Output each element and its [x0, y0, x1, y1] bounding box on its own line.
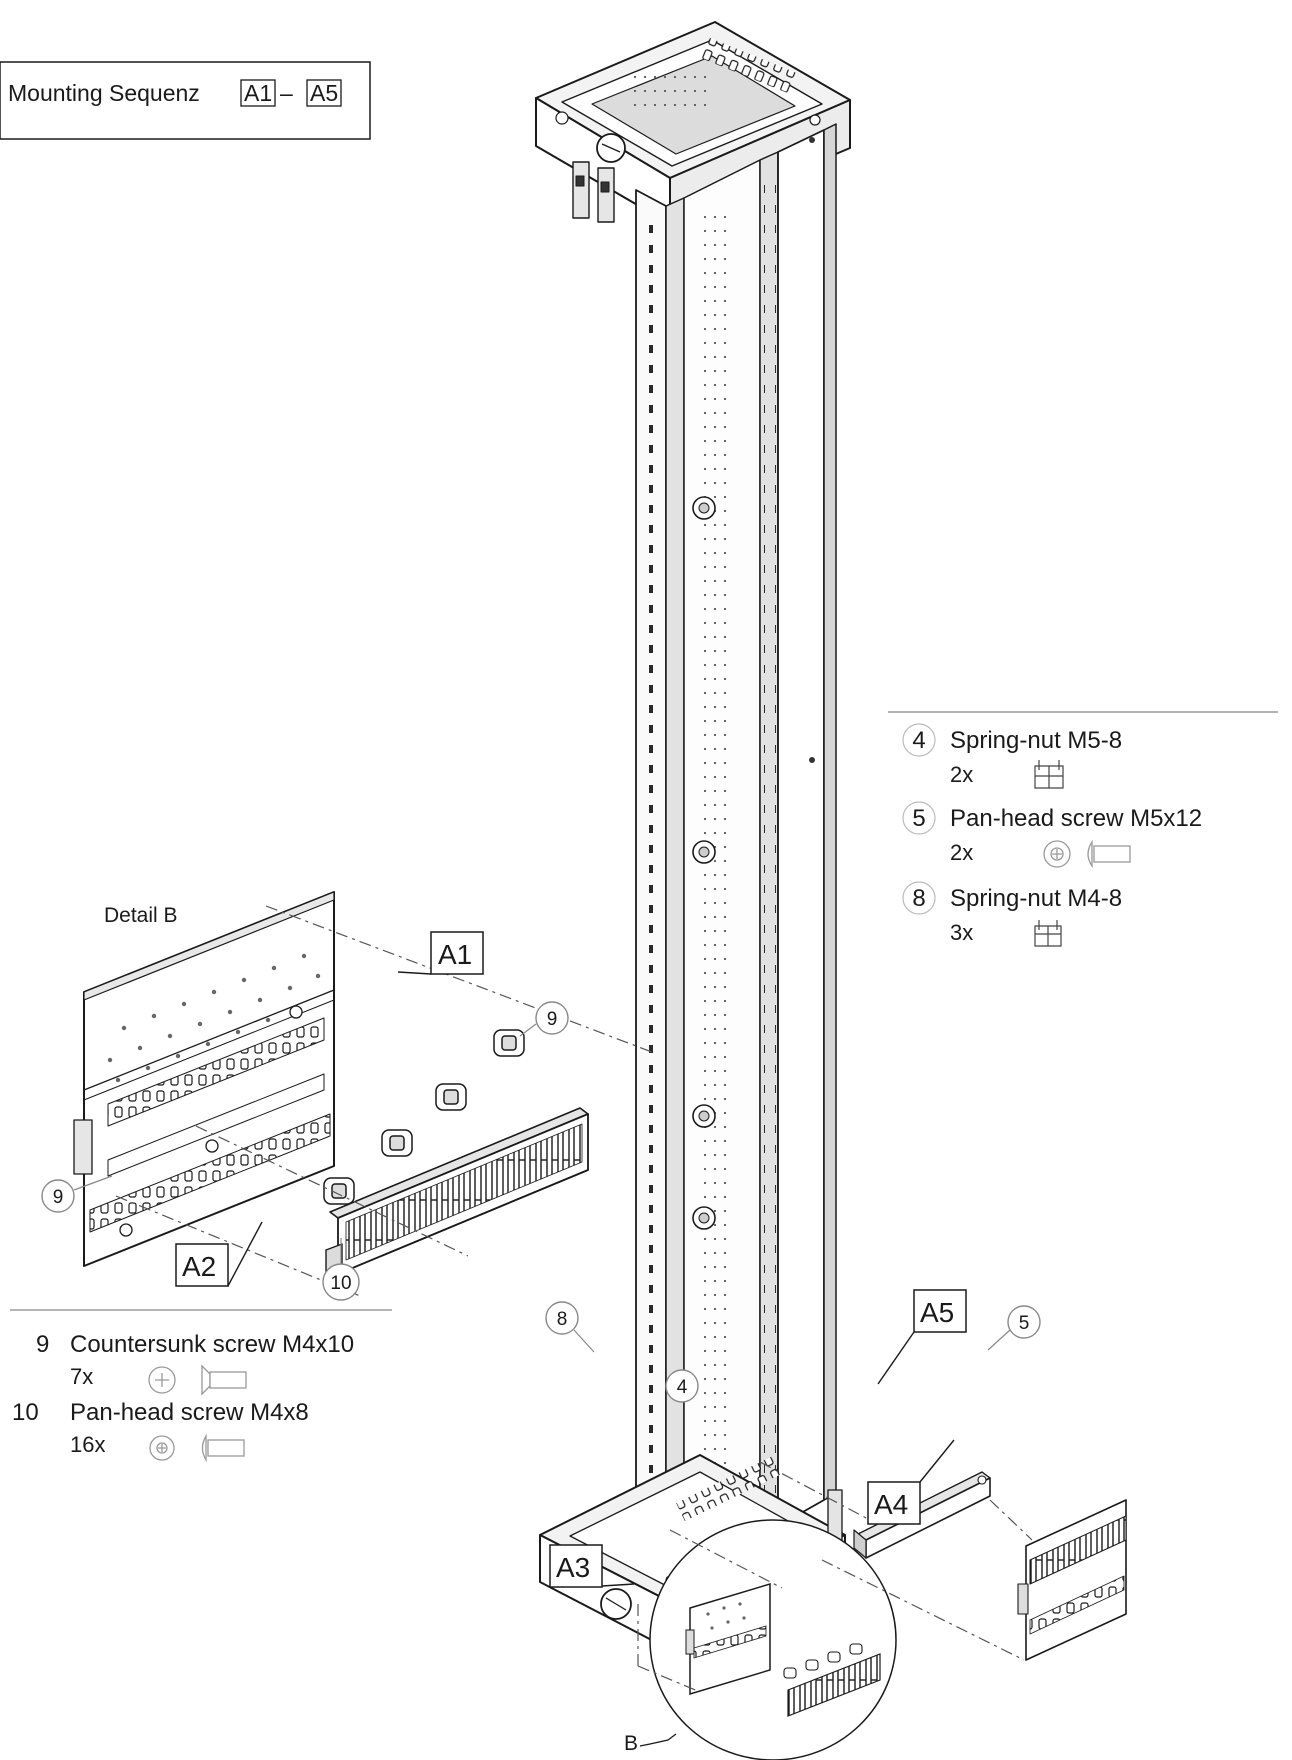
callout-9-left-label: 9: [53, 1187, 64, 1208]
part-qty: 2x: [950, 762, 973, 787]
part-countersunk-screw-m4: 9 Countersunk screw M4x10 7x: [36, 1331, 354, 1396]
part-qty: 3x: [950, 920, 973, 945]
callout-9-left: 9: [41, 1175, 113, 1213]
parts-list-right: 4 Spring-nut M5-8 2x 5 Pan-head screw M5…: [888, 711, 1278, 947]
callout-8-label: 8: [557, 1309, 568, 1330]
part-number: 9: [36, 1331, 49, 1358]
callout-4: 4: [665, 1369, 699, 1403]
part-spring-nut-m5: 4 Spring-nut M5-8 2x: [902, 723, 1122, 789]
step-a1: A1: [397, 931, 484, 975]
part-name: Spring-nut M4-8: [950, 885, 1122, 912]
part-spring-nut-m4: 8 Spring-nut M4-8 3x: [902, 881, 1122, 947]
step-a5: A5: [877, 1289, 967, 1385]
callout-5-label: 5: [1019, 1313, 1030, 1334]
part-number: 10: [12, 1399, 39, 1426]
pan-head-screw-icon: [149, 1433, 245, 1463]
callout-10: 10: [322, 1238, 360, 1301]
rack-frame: [535, 21, 851, 1661]
pan-head-screw-icon: [1043, 839, 1131, 869]
callout-9-top-label: 9: [547, 1009, 558, 1030]
part-number: 8: [912, 885, 925, 912]
title-range-start-box: [240, 79, 276, 107]
part-pan-head-screw-m4: 10 Pan-head screw M4x8 16x: [12, 1399, 309, 1463]
step-a1-label: A1: [438, 939, 472, 970]
step-a2: A2: [175, 1221, 263, 1287]
a3-leader-line-2: [637, 1665, 701, 1693]
callout-4-label: 4: [677, 1377, 688, 1398]
spring-nut-icon: [1034, 920, 1062, 947]
title-dash: –: [280, 80, 293, 106]
step-a3: A3: [549, 1544, 635, 1588]
side-bracket-leader-lines: [669, 1461, 1033, 1661]
detail-b-nuts: [323, 1029, 525, 1205]
title-range-end: A5: [310, 80, 338, 106]
detail-b-leader-lines: [115, 905, 653, 1297]
part-number: 5: [912, 805, 925, 832]
step-a4-label: A4: [874, 1489, 908, 1520]
detail-b-inset: [639, 1519, 897, 1760]
detail-b-label: Detail B: [104, 904, 178, 927]
part-qty: 7x: [70, 1364, 93, 1389]
part-name: Countersunk screw M4x10: [70, 1331, 354, 1358]
step-a2-label: A2: [182, 1251, 216, 1282]
callout-9-top: 9: [519, 1001, 569, 1037]
detail-b-assembly: [73, 891, 653, 1297]
rack-uprights: [635, 123, 837, 1581]
part-name: Pan-head screw M4x8: [70, 1399, 309, 1426]
spring-nut-icon: [1034, 760, 1064, 789]
step-a5-label: A5: [920, 1297, 954, 1328]
title-box: Mounting Sequenz A1 – A5: [0, 61, 371, 140]
countersunk-screw-icon: [148, 1364, 247, 1396]
callout-5: 5: [987, 1305, 1041, 1351]
part-qty: 16x: [70, 1432, 105, 1457]
step-a4: A4: [867, 1439, 955, 1525]
step-a3-label: A3: [556, 1552, 590, 1583]
part-pan-head-screw-m5: 5 Pan-head screw M5x12 2x: [902, 801, 1202, 869]
callout-10-label: 10: [330, 1273, 351, 1294]
title-range-start: A1: [244, 80, 272, 106]
detail-b-reference: B: [624, 1732, 638, 1755]
part-number: 4: [912, 727, 925, 754]
title-range-end-box: [306, 79, 342, 107]
part-name: Spring-nut M5-8: [950, 727, 1122, 754]
title-text: Mounting Sequenz: [8, 80, 200, 106]
callout-8: 8: [545, 1301, 595, 1353]
parts-list-left: 9 Countersunk screw M4x10 7x 10 Pan-head…: [10, 1309, 392, 1463]
part-qty: 2x: [950, 840, 973, 865]
detail-b-comb: [325, 1107, 589, 1291]
part-name: Pan-head screw M5x12: [950, 805, 1202, 832]
